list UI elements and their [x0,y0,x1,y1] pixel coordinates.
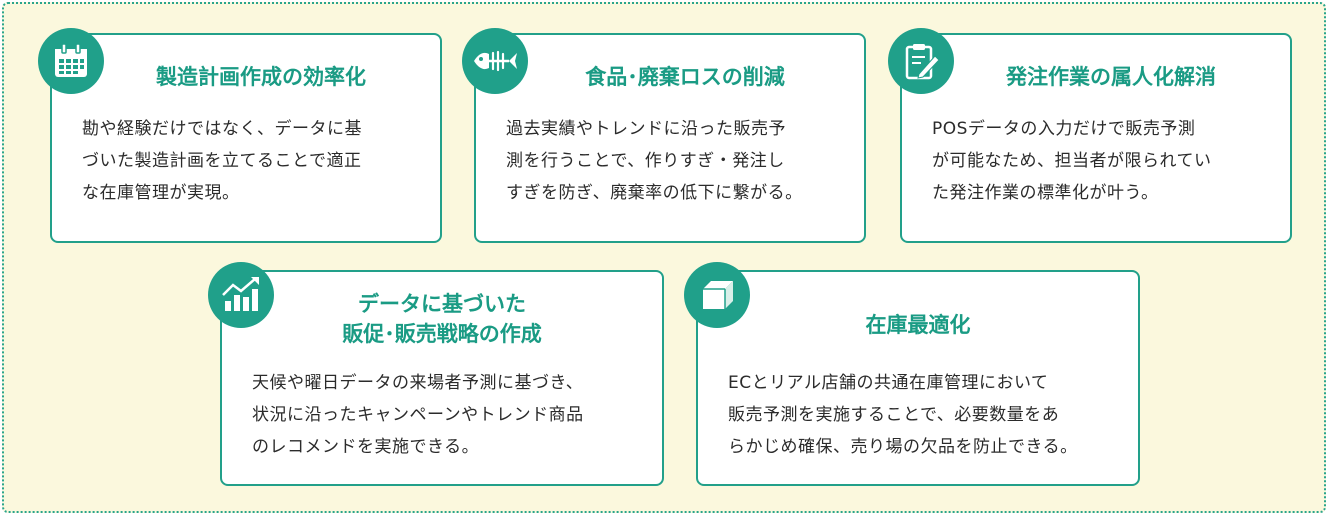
card-body-line: 販売予測を実施することで、必要数量をあ [728,405,1060,425]
card-body-line: た発注作業の標準化が叶う。 [932,183,1159,203]
clipboard-pen-icon [888,28,954,94]
growth-chart-icon [208,262,274,328]
card-body: 勘や経験だけではなく、データに基 づいた製造計画を立てることで適正 な在庫管理が… [82,113,362,209]
card-body-line: づいた製造計画を立てることで適正 [82,151,362,171]
card-inventory-optimization: 在庫最適化 ECとリアル店舗の共通在庫管理において 販売予測を実施することで、必… [696,270,1140,486]
card-body-line: が可能なため、担当者が限られてい [932,151,1212,171]
card-body: 過去実績やトレンドに沿った販売予 測を行うことで、作りすぎ・発注し すぎを防ぎ、… [506,113,803,209]
card-body-line: すぎを防ぎ、廃棄率の低下に繋がる。 [506,183,803,203]
card-body-line: な在庫管理が実現。 [82,183,240,203]
card-ordering: 発注作業の属人化解消 POSデータの入力だけで販売予測 が可能なため、担当者が限… [900,33,1292,243]
card-body-line: 状況に沿ったキャンペーンやトレンド商品 [252,405,584,425]
card-body-line: 測を行うことで、作りすぎ・発注し [506,151,785,171]
card-body: ECとリアル店舗の共通在庫管理において 販売予測を実施することで、必要数量をあ … [728,367,1078,463]
card-body: 天候や曜日データの来場者予測に基づき、 状況に沿ったキャンペーンやトレンド商品 … [252,367,584,463]
card-body: POSデータの入力だけで販売予測 が可能なため、担当者が限られてい た発注作業の… [932,113,1212,209]
card-body-line: らかじめ確保、売り場の欠品を防止できる。 [728,437,1078,457]
fish-bone-icon [462,28,528,94]
card-title: 在庫最適化 [865,313,971,337]
card-body-line: POSデータの入力だけで販売予測 [932,119,1196,139]
box-icon [684,262,750,328]
card-title: データに基づいた 販促･販売戦略の作成 [342,292,542,346]
card-title: 発注作業の属人化解消 [1006,65,1216,89]
card-body-line: 過去実績やトレンドに沿った販売予 [506,119,786,139]
card-promotion-strategy: データに基づいた 販促･販売戦略の作成 天候や曜日データの来場者予測に基づき、 … [220,270,664,486]
card-food-waste: 食品･廃棄ロスの削減 過去実績やトレンドに沿った販売予 測を行うことで、作りすぎ… [474,33,866,243]
card-body-line: のレコメンドを実施できる。 [252,437,480,457]
calendar-icon [38,28,104,94]
card-title: 食品･廃棄ロスの削減 [585,65,785,89]
card-production-planning: 製造計画作成の効率化 勘や経験だけではなく、データに基 づいた製造計画を立てるこ… [50,33,442,243]
card-title: 製造計画作成の効率化 [156,65,366,89]
card-body-line: 天候や曜日データの来場者予測に基づき、 [252,373,584,393]
card-body-line: ECとリアル店舗の共通在庫管理において [728,373,1049,393]
card-body-line: 勘や経験だけではなく、データに基 [82,119,362,139]
